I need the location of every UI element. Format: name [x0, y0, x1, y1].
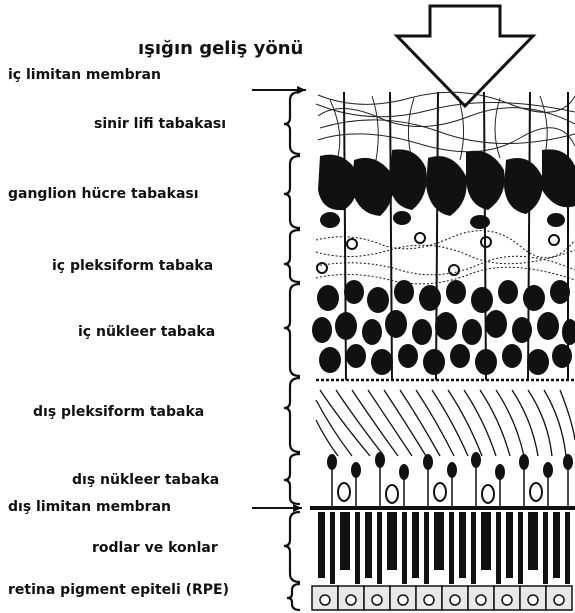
label-ganglion-cell-layer: ganglion hücre tabakası — [8, 186, 199, 202]
ganglion-cells — [318, 149, 575, 229]
light-direction-arrow — [397, 6, 533, 106]
label-rods-and-cones: rodlar ve konlar — [92, 540, 218, 556]
outer-nuclear-cells — [327, 452, 573, 480]
rods-and-cones — [318, 512, 570, 584]
label-inner-plexiform-layer: iç pleksiform tabaka — [52, 258, 213, 274]
label-outer-plexiform-layer: dış pleksiform tabaka — [33, 404, 204, 420]
nerve-fiber-layer — [316, 92, 575, 160]
amacrine-cells — [317, 233, 559, 275]
cone-nuclei — [338, 483, 542, 503]
label-retinal-pigment-epithelium: retina pigment epiteli (RPE) — [8, 582, 229, 598]
label-outer-nuclear-layer: dış nükleer tabaka — [72, 472, 219, 488]
light-direction-title: ışığın geliş yönü — [138, 38, 303, 60]
inner-plexiform-layer — [316, 231, 575, 284]
outer-plexiform-layer — [316, 380, 575, 456]
layer-braces — [284, 92, 300, 610]
label-outer-limiting-membrane: dış limitan membran — [8, 499, 171, 515]
label-inner-nuclear-layer: iç nükleer tabaka — [78, 324, 215, 340]
label-nerve-fiber-layer: sinir lifi tabakası — [94, 116, 226, 132]
label-inner-limiting-membrane: iç limitan membran — [8, 67, 161, 83]
inner-nuclear-cells — [312, 280, 575, 375]
